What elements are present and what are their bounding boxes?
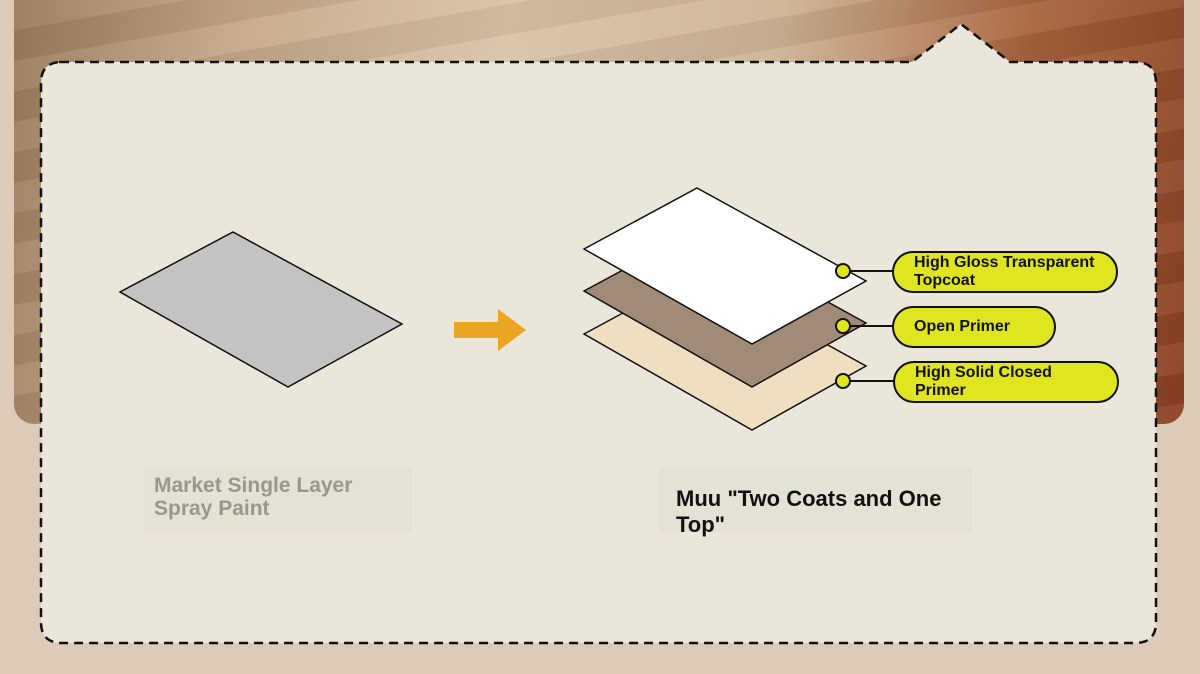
connector-open-primer xyxy=(835,318,896,334)
topcoat-layer xyxy=(582,187,868,345)
single-layer-sheet xyxy=(118,231,404,388)
label-text: High Solid Closed Primer xyxy=(915,364,1052,399)
label-text: High Gloss Transparent Topcoat xyxy=(914,254,1095,289)
label-text: Open Primer xyxy=(914,318,1011,335)
label-high-solid-closed-primer: High Solid Closed Primer xyxy=(893,361,1119,403)
connector-closed-primer xyxy=(835,373,897,389)
label-open-primer: Open Primer xyxy=(892,306,1056,348)
connector-topcoat xyxy=(835,263,896,279)
right-caption-box xyxy=(658,468,972,532)
label-high-gloss-topcoat: High Gloss Transparent Topcoat xyxy=(892,251,1118,293)
left-caption-box xyxy=(144,467,412,531)
right-caption: Muu "Two Coats and One Top" xyxy=(676,486,942,537)
left-caption: Market Single Layer Spray Paint xyxy=(154,474,353,520)
right-arrow-icon xyxy=(454,309,526,351)
